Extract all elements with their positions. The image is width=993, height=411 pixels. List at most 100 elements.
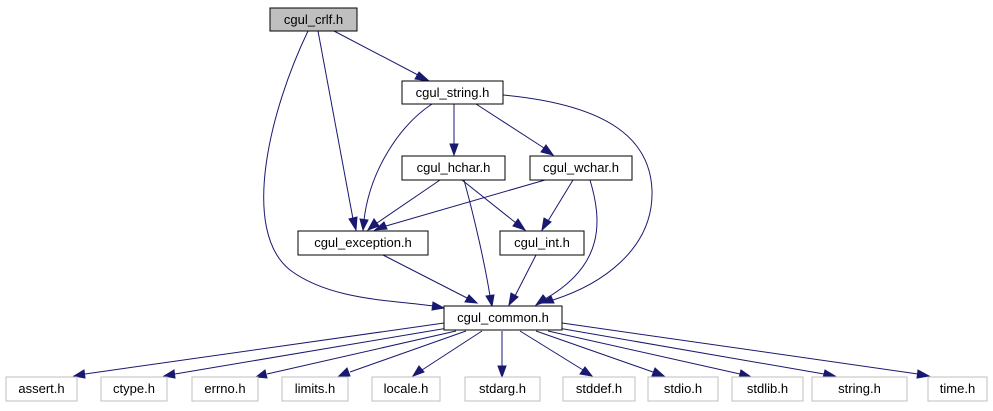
edge-common-to-stdlib (547, 330, 741, 375)
node-cgul-exception[interactable]: cgul_exception.h (297, 230, 429, 256)
node-cgul-common[interactable]: cgul_common.h (443, 305, 563, 331)
edge-common-to-stddef (519, 330, 584, 371)
arrowhead (72, 369, 86, 379)
node-box (443, 305, 563, 331)
node-box (562, 376, 636, 402)
edge-crlf-to-common (263, 30, 434, 307)
node-box (529, 155, 633, 181)
arrowhead (534, 294, 549, 306)
node-box (499, 230, 585, 256)
edge-common-to-stdio (535, 330, 654, 373)
node-box (731, 376, 804, 402)
node-label-string: cgul_string.h (416, 85, 490, 100)
arrowhead (449, 143, 459, 157)
node-cgul-crlf[interactable]: cgul_crlf.h (269, 7, 358, 32)
node-box (464, 376, 541, 402)
node-stddef-h[interactable]: stddef.h (562, 376, 636, 402)
node-box (269, 7, 358, 32)
arrowhead (512, 218, 527, 231)
arrowhead (414, 71, 431, 82)
edge-string-to-wchar (475, 103, 545, 149)
node-label-assert: assert.h (18, 381, 64, 396)
node-label-int: cgul_int.h (514, 235, 570, 250)
node-stdarg-h[interactable]: stdarg.h (464, 376, 541, 402)
node-errno-h[interactable]: errno.h (191, 376, 259, 402)
node-label-stdarg: stdarg.h (479, 381, 526, 396)
node-box (647, 376, 719, 402)
node-box (297, 230, 429, 256)
node-label-stdlib: stdlib.h (747, 381, 788, 396)
node-box (100, 376, 168, 402)
arrowhead (485, 294, 495, 308)
edges (72, 30, 931, 379)
node-cgul-int[interactable]: cgul_int.h (499, 230, 585, 256)
arrowhead (651, 367, 666, 377)
node-label-hchar: cgul_hchar.h (417, 160, 491, 175)
arrowhead (464, 294, 479, 304)
arrowhead (337, 367, 351, 377)
node-cgul-string[interactable]: cgul_string.h (401, 80, 504, 105)
nodes: cgul_crlf.h cgul_string.h cgul_hchar.h c… (5, 7, 988, 402)
arrowhead (431, 301, 446, 311)
node-label-ctype: ctype.h (113, 381, 155, 396)
edge-common-to-limits (349, 330, 467, 373)
node-time-h[interactable]: time.h (927, 376, 988, 402)
node-label-exception: cgul_exception.h (314, 235, 412, 250)
node-string-h[interactable]: string.h (811, 376, 908, 402)
edge-common-to-time (561, 322, 919, 375)
node-label-common: cgul_common.h (457, 310, 549, 325)
node-box (5, 376, 78, 402)
arrowhead (497, 365, 507, 379)
edge-int-to-common (514, 254, 537, 297)
edge-common-to-errno (266, 330, 457, 375)
node-label-wchar: cgul_wchar.h (543, 160, 619, 175)
node-label-limits: limits.h (295, 381, 335, 396)
edge-common-to-ctype (174, 327, 449, 375)
edge-string-to-exception (363, 103, 433, 221)
node-stdio-h[interactable]: stdio.h (647, 376, 719, 402)
edge-common-to-string (557, 327, 825, 375)
arrowhead (540, 144, 555, 156)
node-box (371, 376, 441, 402)
node-box (811, 376, 908, 402)
edge-crlf-to-exception (317, 30, 354, 220)
node-label-crlf: cgul_crlf.h (284, 12, 343, 27)
node-label-time: time.h (940, 381, 975, 396)
arrowhead (366, 218, 380, 231)
node-box (927, 376, 988, 402)
edge-wchar-to-int (547, 179, 574, 222)
node-locale-h[interactable]: locale.h (371, 376, 441, 402)
node-ctype-h[interactable]: ctype.h (100, 376, 168, 402)
node-assert-h[interactable]: assert.h (5, 376, 78, 402)
edge-common-to-assert (84, 322, 445, 375)
edge-hchar-to-int (461, 179, 517, 224)
edge-string-to-common (502, 94, 653, 301)
node-stdlib-h[interactable]: stdlib.h (731, 376, 804, 402)
edge-wchar-to-exception (385, 179, 546, 227)
edge-exception-to-common (382, 254, 468, 299)
node-limits-h[interactable]: limits.h (281, 376, 349, 402)
edge-wchar-to-common (544, 179, 598, 300)
node-label-stdio: stdio.h (664, 381, 702, 396)
arrowhead (579, 366, 594, 377)
node-label-stddef: stddef.h (576, 381, 622, 396)
arrowhead (916, 369, 931, 379)
node-label-errno: errno.h (204, 381, 245, 396)
arrowhead (348, 216, 358, 232)
arrowhead (359, 218, 369, 232)
node-box (281, 376, 349, 402)
node-label-locale: locale.h (384, 381, 429, 396)
arrowhead (373, 221, 388, 231)
arrowhead (162, 369, 176, 379)
edge-common-to-locale (421, 330, 483, 371)
node-cgul-hchar[interactable]: cgul_hchar.h (401, 155, 506, 181)
arrowhead (254, 369, 268, 379)
node-box (401, 155, 506, 181)
edge-hchar-to-exception (376, 179, 441, 224)
node-cgul-wchar[interactable]: cgul_wchar.h (529, 155, 633, 181)
arrowhead (411, 365, 425, 377)
node-box (191, 376, 259, 402)
arrowhead (541, 217, 552, 232)
arrowhead (508, 292, 519, 307)
